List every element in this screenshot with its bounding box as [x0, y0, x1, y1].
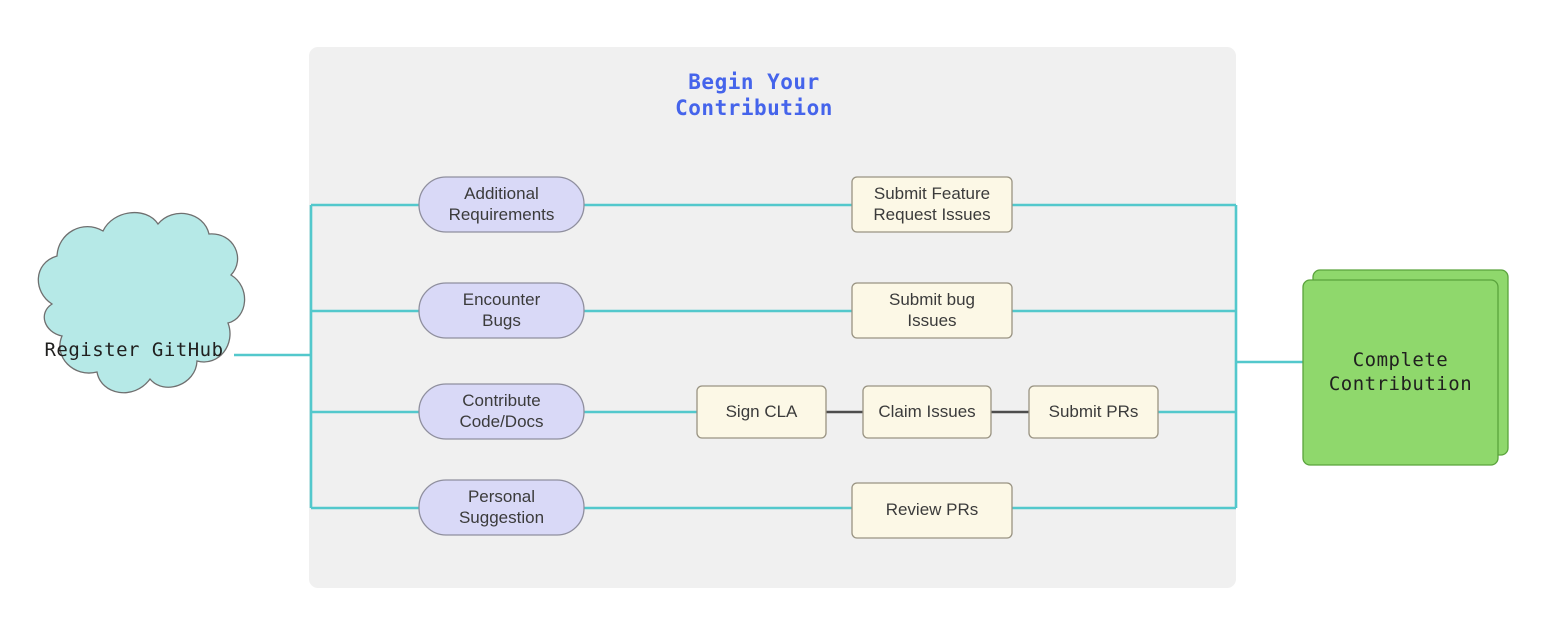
- connector-group-left: [234, 203, 419, 510]
- trigger-node-additional-requirements[interactable]: [418, 176, 585, 233]
- trigger-node-encounter-bugs[interactable]: [418, 282, 585, 339]
- end-node-group: [1302, 269, 1509, 466]
- step-node-review-prs[interactable]: [851, 482, 1013, 539]
- trigger-node-personal-suggestion[interactable]: [418, 479, 585, 536]
- trigger-node-contribute-code-docs[interactable]: [418, 383, 585, 440]
- step-node-claim-issues[interactable]: [862, 385, 992, 439]
- step-node-submit-prs[interactable]: [1028, 385, 1159, 439]
- step-node-submit-feature-request-issues[interactable]: [851, 176, 1013, 233]
- start-node-cloud[interactable]: [37, 211, 246, 394]
- connector-group-right: [1012, 203, 1303, 510]
- trigger-node-group: [418, 176, 585, 536]
- connector-group-middle: [584, 203, 852, 510]
- end-node-complete-contribution[interactable]: [1302, 279, 1499, 466]
- step-node-sign-cla[interactable]: [696, 385, 827, 439]
- step-node-group: [696, 176, 1159, 539]
- step-node-submit-bug-issues[interactable]: [851, 282, 1013, 339]
